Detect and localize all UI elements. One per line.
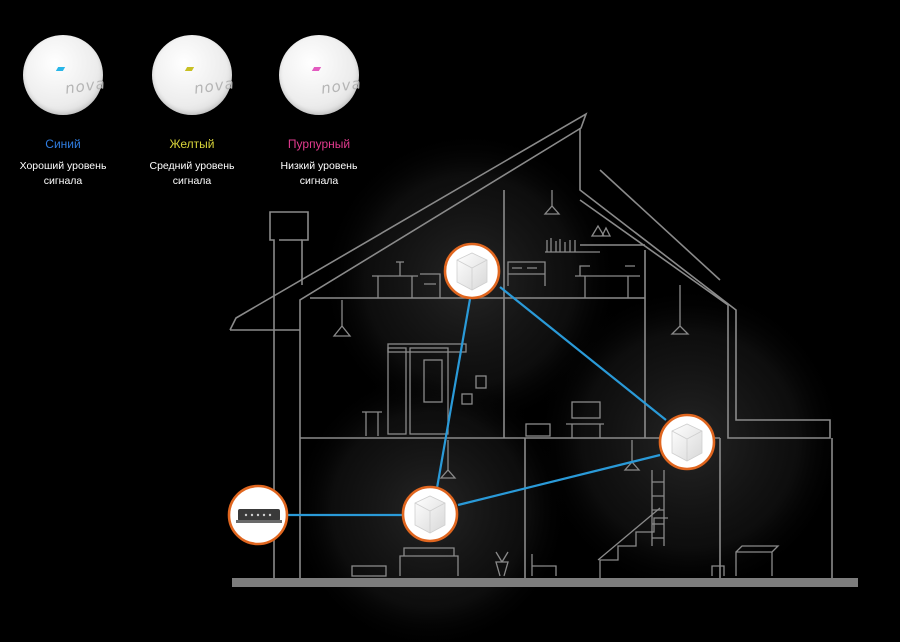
mesh-node-icon (401, 485, 459, 543)
description-line: сигнала (172, 175, 212, 187)
link-node2-node3 (499, 286, 667, 421)
description-line: Средний уровень (149, 160, 235, 172)
color-name-magenta: Пурпурный (287, 137, 351, 151)
roof-left (229, 112, 588, 331)
house-outline (229, 112, 833, 578)
legend-description: Средний уровень сигнала (137, 159, 247, 189)
color-name-yellow: Желтый (169, 137, 215, 151)
mesh-links (288, 286, 667, 517)
description-line: Низкий уровень (280, 160, 358, 172)
chimney (269, 211, 309, 578)
mesh-node-icon (443, 242, 501, 300)
ground-line (232, 578, 858, 587)
mesh-node-yellow-icon: nova (152, 35, 236, 115)
legend-medium: nova Желтый Средний уровень сигнала (137, 35, 247, 189)
link-node1-node3 (457, 453, 661, 507)
legend-good: nova Синий Хороший уровень сигнала (8, 35, 118, 189)
furniture (332, 190, 780, 578)
description-line: сигнала (299, 175, 339, 187)
mesh-node-blue-icon: nova (23, 35, 107, 115)
description-line: сигнала (43, 175, 83, 187)
roof-right (579, 128, 831, 439)
mesh-node-magenta-icon: nova (279, 35, 363, 115)
mesh-node-icon (658, 413, 716, 471)
link-node1-node2 (435, 298, 472, 489)
legend-description: Хороший уровень сигнала (8, 159, 118, 189)
router-icon (227, 484, 289, 546)
legend-description: Низкий уровень сигнала (264, 159, 374, 189)
description-line: Хороший уровень (19, 160, 107, 172)
color-name-blue: Синий (45, 137, 81, 151)
legend-low: nova Пурпурный Низкий уровень сигнала (264, 35, 374, 189)
